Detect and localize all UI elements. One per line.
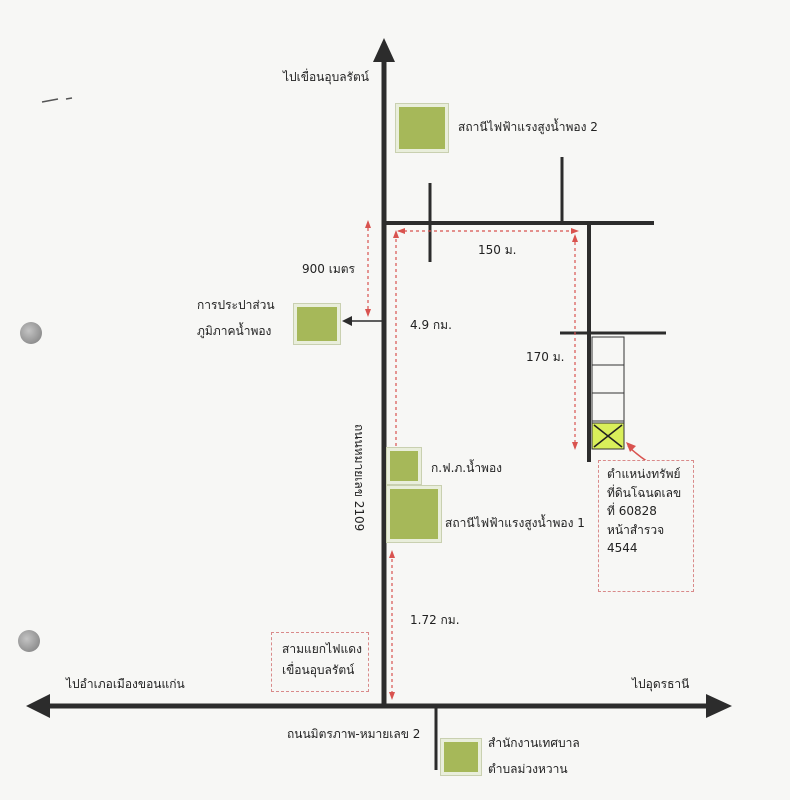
distance-170m-label: 170 ม. (526, 350, 565, 364)
substation-1-building (387, 486, 441, 542)
binder-hole-top (20, 322, 42, 344)
substation-2-building (396, 104, 448, 152)
west-destination-label: ไปอำเภอเมืองขอนแก่น (66, 677, 185, 691)
east-arrowhead-icon (706, 694, 732, 718)
west-arrowhead-icon (26, 694, 50, 718)
property-info-line4: หน้าสำรวจ (607, 522, 665, 537)
x-mark-icon (593, 424, 623, 448)
binder-hole-bottom (18, 630, 40, 652)
north-arrowhead-icon (373, 38, 395, 62)
east-destination-label: ไปอุดรธานี (632, 677, 690, 691)
waterworks-building (294, 304, 340, 344)
dimension-arrow-icon (397, 228, 405, 234)
dimension-arrow-icon (365, 220, 371, 228)
property-info-line3: ที่ 60828 (607, 504, 657, 519)
municipal-office-building (441, 739, 481, 775)
property-info-box: ตำแหน่งทรัพย์ ที่ดินโฉนดเลข ที่ 60828 หน… (598, 460, 694, 592)
waterworks-arrowhead-icon (342, 316, 352, 326)
property-info-line5: 4544 (607, 541, 638, 556)
curved-arrow-head-icon (626, 442, 636, 452)
stray-mark (41, 97, 73, 103)
egat-office-label: ก.ฟ.ภ.น้ำพอง (431, 461, 503, 475)
north-destination-label: ไปเขื่อนอุบลรัตน์ (283, 70, 369, 84)
property-info-line1: ตำแหน่งทรัพย์ (607, 467, 681, 481)
waterworks-label-line2: ภูมิภาคน้ำพอง (197, 324, 272, 338)
dimension-arrow-icon (572, 442, 578, 450)
egat-office-building (387, 448, 421, 484)
highway-2109-label: ถนนหมายเลข 2109 (352, 424, 366, 532)
municipal-label-line1: สำนักงานเทศบาล (488, 736, 580, 750)
substation-2-label: สถานีไฟฟ้าแรงสูงน้ำพอง 2 (458, 120, 598, 134)
distance-150m-label: 150 ม. (478, 243, 517, 257)
distance-4-9km-label: 4.9 กม. (410, 318, 452, 332)
dimension-arrow-icon (572, 234, 578, 242)
substation-1-label: สถานีไฟฟ้าแรงสูงน้ำพอง 1 (445, 516, 585, 530)
dimension-arrow-icon (389, 550, 395, 558)
distance-1-72km-label: 1.72 กม. (410, 613, 460, 627)
main-road-label: ถนนมิตรภาพ-หมายเลข 2 (287, 727, 421, 741)
dimension-arrow-icon (571, 228, 579, 234)
waterworks-label-line1: การประปาส่วน (197, 298, 275, 312)
distance-900m-label: 900 เมตร (302, 262, 355, 276)
municipal-label-line2: ตำบลม่วงหวาน (488, 762, 568, 776)
dimension-arrow-icon (393, 230, 399, 238)
junction-info-line1: สามแยกไฟแดง (282, 642, 362, 656)
junction-info-line2: เขื่อนอุบลรัตน์ (282, 663, 355, 677)
property-info-line2: ที่ดินโฉนดเลข (607, 485, 682, 500)
dimension-arrow-icon (389, 692, 395, 700)
dimension-arrow-icon (365, 309, 371, 317)
junction-info-box: สามแยกไฟแดง เขื่อนอุบลรัตน์ (271, 632, 369, 692)
